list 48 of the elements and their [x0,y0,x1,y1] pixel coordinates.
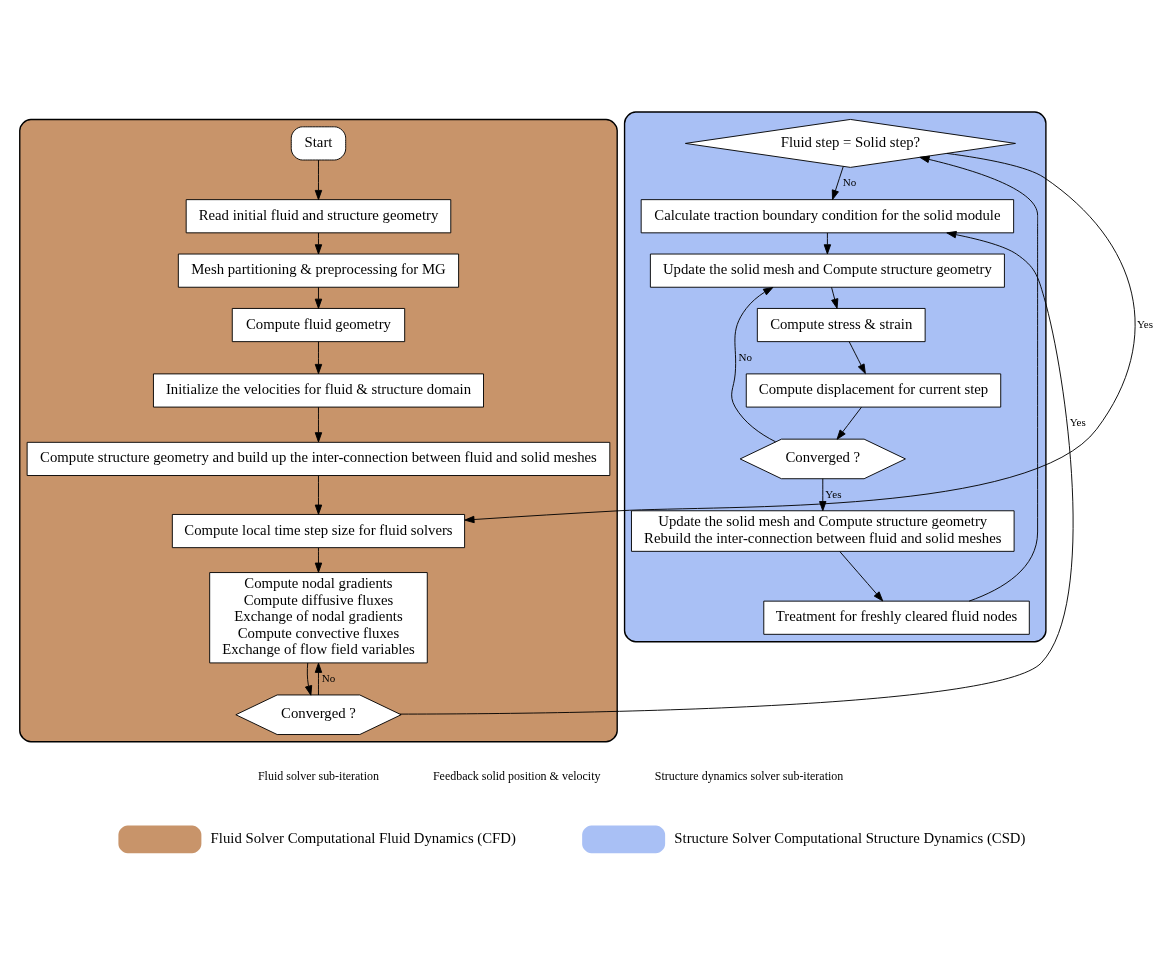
arrow [314,232,323,254]
label: Fluid solver sub-iteration [257,768,379,783]
node-box: Update the solid mesh and Compute structure geometry Rebuild the inter-connection between fluid and solid meshes [631,509,1015,552]
arrow [836,406,862,440]
arrow [464,152,1136,523]
arrow [919,155,1039,602]
label: Feedback solid position & velocity [432,768,601,783]
arrow [314,662,323,695]
node-box: Compute local time step size for fluid solvers [171,513,466,548]
node-box: Mesh partitioning & preprocessing for MG [177,253,460,288]
node-box: Compute structure geometry and build up the inter-connection between fluid and solid meshes [26,441,611,476]
node-box: Compute displacement for current step [745,372,1002,408]
arrow [839,550,884,601]
legend-label: Structure Solver Computational Structure Dynamics (CSD) [674,829,1026,846]
node-diamond: Fluid step = Solid step? [684,118,1016,168]
arrow [314,406,323,442]
arrow [314,340,323,374]
arrow [314,547,323,573]
cluster [623,110,1047,642]
node-box: Read initial fluid and structure geometry [185,198,452,233]
arrow [848,340,866,374]
cluster [19,118,618,742]
arrow [831,286,839,309]
arrow [831,165,844,200]
edge-label: Yes [825,487,842,499]
node-box: Compute stress & strain [756,307,926,342]
node-box: Start [290,125,347,160]
legend-label: Fluid Solver Computational Fluid Dynamics (CFD) [210,829,516,846]
label: Structure dynamics solver sub-iteration [654,768,844,783]
arrow [399,230,1074,715]
node-box: Update the solid mesh and Compute structure geometry [649,253,1005,288]
arrow [819,477,827,511]
arrow [314,159,323,200]
node-box: Treatment for freshly cleared fluid nodes [763,600,1030,635]
arrow [731,286,776,442]
arrow [305,662,313,696]
node-box: Compute nodal gradients Compute diffusive fluxes Exchange of nodal gradients Compute convective fluxes Exchange of flow field variables [209,571,428,663]
arrow [314,474,323,515]
edge-label: Yes [1136,317,1154,330]
node-box: Initialize the velocities for fluid & structure domain [153,372,484,408]
edge-label: Yes [1069,415,1086,428]
arrow [314,286,323,309]
arrow [823,232,832,254]
edge-label: No [321,671,336,684]
node-box: Calculate traction boundary condition for the solid module [640,198,1015,233]
node-box: Compute fluid geometry [231,307,406,342]
edge-label: No [842,175,857,188]
edge-label: No [738,350,753,363]
